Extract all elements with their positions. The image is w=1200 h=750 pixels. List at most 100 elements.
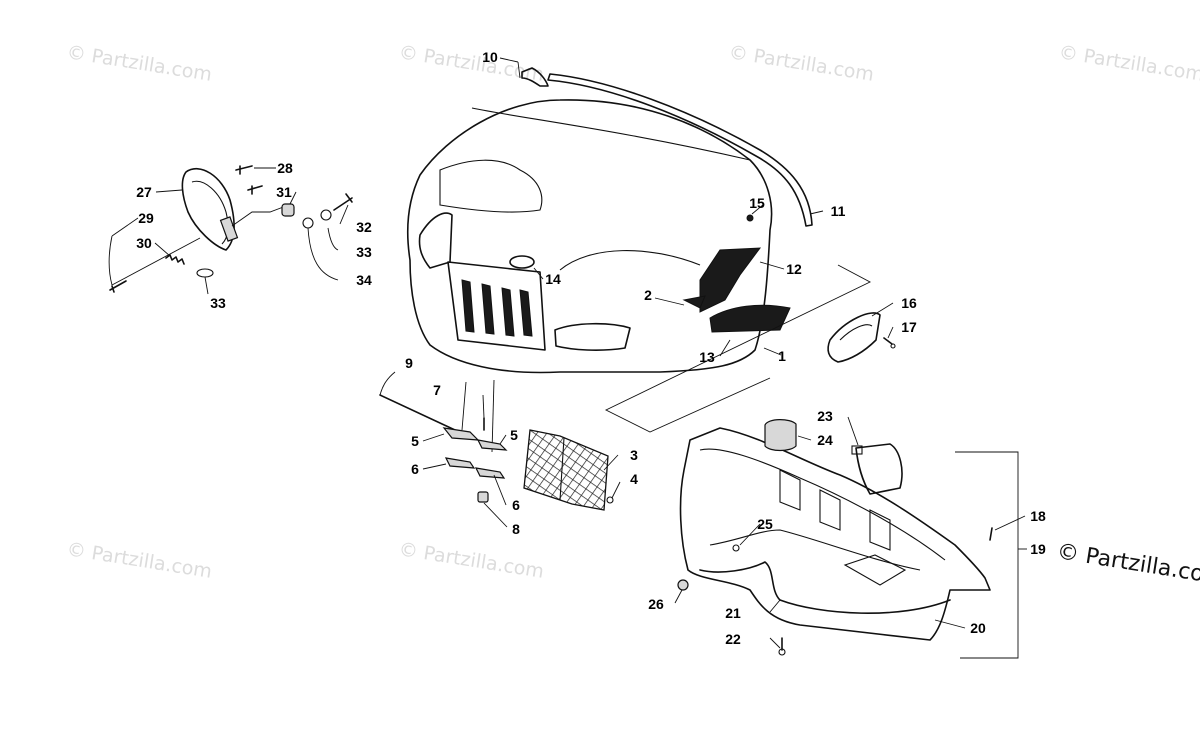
callout-31: 31	[276, 184, 292, 200]
decal-13	[709, 304, 791, 333]
callout-26: 26	[648, 596, 664, 612]
mesh-grille-3	[523, 429, 609, 511]
callout-19: 19	[1030, 541, 1046, 557]
callout-28: 28	[277, 160, 293, 176]
bolt-32	[333, 193, 353, 211]
screw-28	[235, 165, 253, 175]
watermark-text: © Partzilla.com	[397, 538, 545, 583]
grille-slot	[481, 283, 495, 335]
bin-compartment	[843, 554, 907, 586]
callout-24: 24	[817, 432, 833, 448]
bin-compartment-2	[779, 469, 801, 511]
decal-12	[699, 247, 762, 313]
callout-23: 23	[817, 408, 833, 424]
spacer-34	[302, 217, 314, 229]
screw-17-head	[890, 343, 896, 349]
callout-14: 14	[545, 271, 561, 287]
group-1-frame	[604, 264, 871, 433]
leader-vertical	[461, 381, 467, 431]
bracket-6a	[444, 457, 476, 469]
adjuster-screw	[109, 280, 127, 293]
callout-25: 25	[757, 516, 773, 532]
callout-4: 4	[630, 471, 638, 487]
callout-27: 27	[136, 184, 152, 200]
callout-3: 3	[630, 447, 638, 463]
callout-5a: 5	[411, 433, 419, 449]
latch-pad-24	[764, 419, 797, 452]
screw-18	[989, 527, 993, 541]
bracket-5a	[442, 427, 480, 441]
callout-1: 1	[778, 348, 786, 364]
hood-outline	[406, 99, 773, 374]
leader-vertical	[491, 379, 495, 453]
callout-16: 16	[901, 295, 917, 311]
callout-29: 29	[138, 210, 154, 226]
headlight-lens-inner	[191, 180, 229, 245]
callout-8: 8	[512, 521, 520, 537]
rod-9	[379, 394, 456, 431]
callout-22: 22	[725, 631, 741, 647]
watermark-text: © Partzilla.com	[727, 41, 875, 86]
callouts: 1 2 3 4 5 5 6 6 7 8 9 10 11 12 13 14 15 …	[136, 49, 1046, 647]
callout-7: 7	[433, 382, 441, 398]
grille-slot	[461, 279, 475, 333]
headlight-assembly	[109, 165, 353, 293]
watermark-text: © Partzilla.com	[397, 41, 545, 86]
hood-center-bulge	[559, 250, 701, 271]
bin-compartment-3	[819, 489, 841, 531]
callout-5b: 5	[510, 427, 518, 443]
callout-9: 9	[405, 355, 413, 371]
watermark-text-dark: © Partzilla.co	[1055, 539, 1200, 587]
headlight-mount-line	[231, 205, 287, 227]
headlight-lens	[181, 167, 235, 251]
bin-tube-21	[699, 561, 951, 614]
nut-31	[281, 203, 295, 217]
callout-20: 20	[970, 620, 986, 636]
mesh-divider	[559, 437, 565, 501]
mirror-mount-16-inner	[839, 324, 873, 341]
callout-6a: 6	[411, 461, 419, 477]
bin-inner-rim	[699, 448, 946, 561]
washer-33	[196, 268, 214, 278]
screw-25	[732, 544, 740, 552]
screw-17	[883, 337, 893, 345]
mirror-mount-16	[827, 312, 881, 363]
grommet-26	[677, 579, 689, 591]
callout-12: 12	[786, 261, 802, 277]
bracket-5b	[476, 439, 508, 451]
grille-slot	[501, 287, 515, 337]
callout-33a: 33	[356, 244, 372, 260]
hood-left-scoop	[418, 212, 453, 269]
hood-front-grille	[447, 261, 546, 351]
callout-6b: 6	[512, 497, 520, 513]
callout-11: 11	[831, 203, 846, 219]
latch-23-tab	[851, 445, 863, 455]
hood-assembly	[406, 99, 791, 374]
watermark-text: © Partzilla.com	[65, 538, 213, 583]
callout-2: 2	[644, 287, 652, 303]
washer-33b	[320, 209, 332, 221]
watermark-text: © Partzilla.com	[1057, 41, 1200, 86]
hood-crease	[439, 159, 543, 213]
hood-top-curve	[471, 107, 751, 161]
screw-4	[606, 496, 614, 504]
callout-32: 32	[356, 219, 372, 235]
latch-23	[855, 443, 903, 495]
emblem-14	[509, 255, 535, 269]
hood-headlight-opening	[554, 322, 631, 351]
callout-17: 17	[901, 319, 917, 335]
bin-compartment-4	[869, 509, 891, 551]
watermarks: © Partzilla.com © Partzilla.com © Partzi…	[65, 41, 1200, 587]
leader-lines	[108, 57, 1027, 649]
watermark-text: © Partzilla.com	[65, 41, 213, 86]
grille-hardware	[379, 379, 614, 511]
headlight-adjust-line	[111, 237, 201, 286]
decal-2	[682, 295, 706, 309]
bracket-6b	[474, 467, 506, 479]
trim-strip-11	[547, 73, 813, 227]
screw-28b	[247, 185, 263, 195]
headlight-bracket	[219, 216, 239, 242]
callout-10: 10	[482, 49, 498, 65]
bin-outer	[679, 427, 991, 641]
